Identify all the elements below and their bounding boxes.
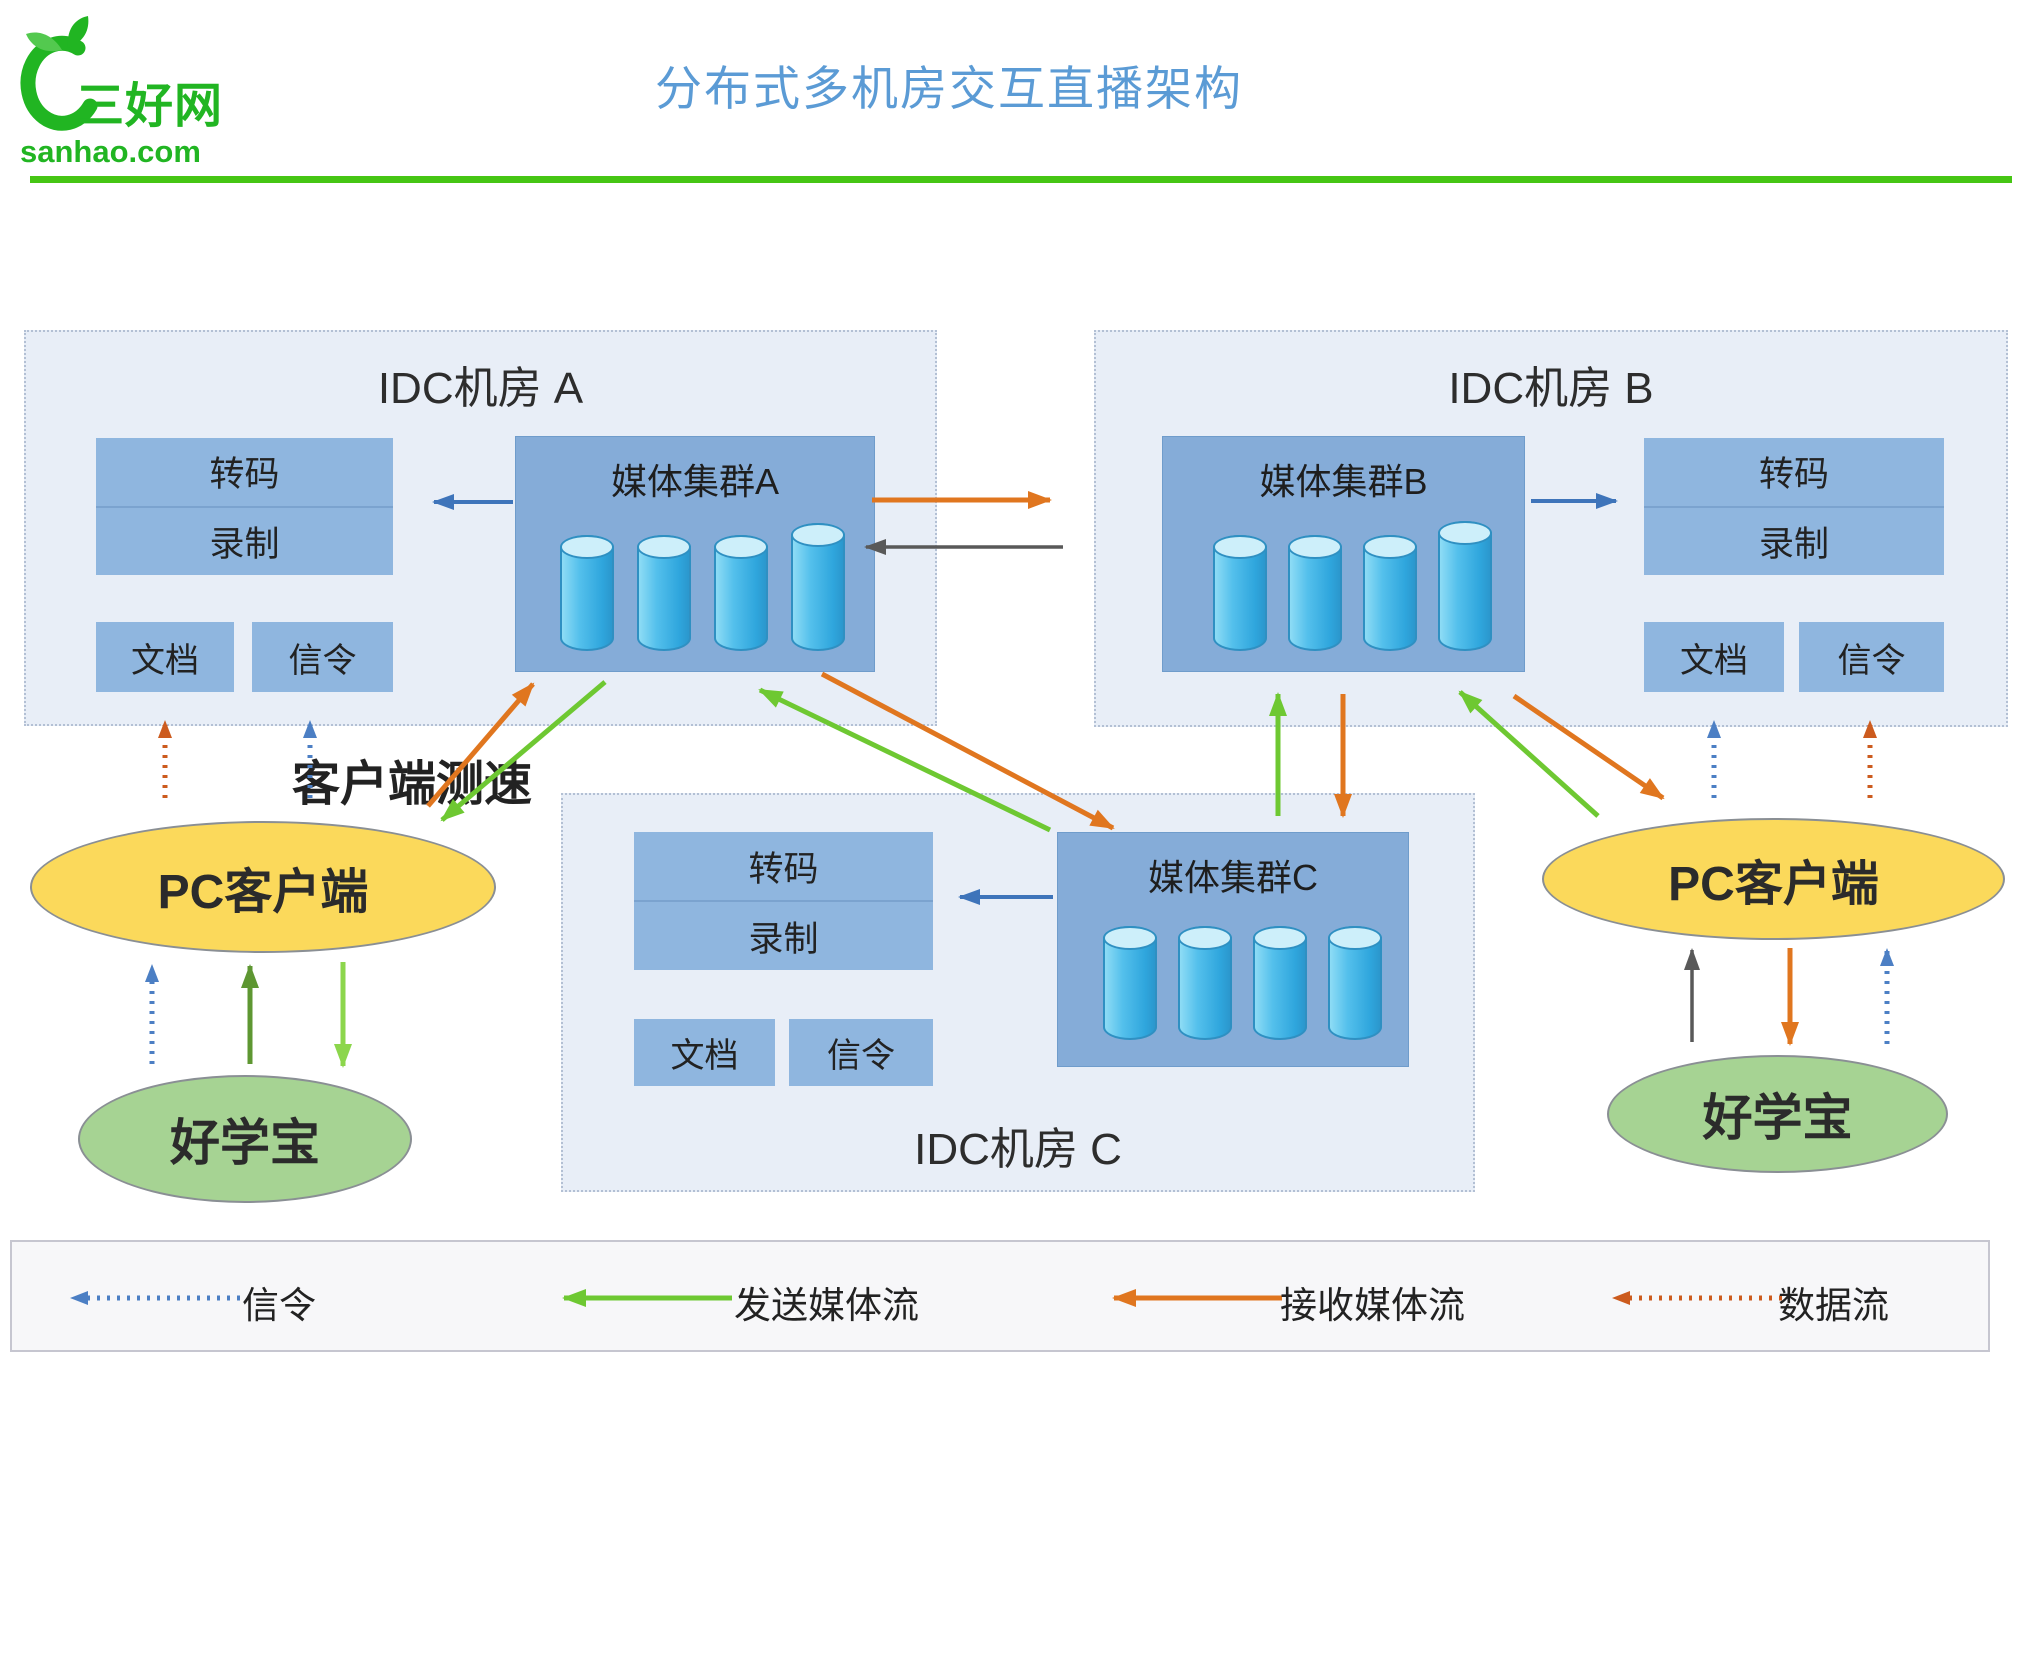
server-cylinder-icon: [1178, 926, 1232, 1040]
media-cluster-a: 媒体集群A: [515, 436, 875, 672]
header-divider: [30, 176, 2012, 183]
sanhao-logo-icon: [20, 16, 98, 131]
signal-box-c: 信令: [789, 1019, 933, 1086]
signal-box-a: 信令: [252, 622, 393, 692]
transcode-a-label: 转码: [209, 455, 280, 495]
server-cylinder-icon: [791, 523, 845, 651]
server-cylinder-icon: [560, 535, 614, 651]
transcode-record-box-c: 转码 录制: [634, 832, 933, 970]
server-cylinder-icon: [1253, 926, 1307, 1040]
legend-data-flow-label: 数据流: [1778, 1285, 1889, 1326]
idc-room-b-label: IDC机房 B: [1448, 364, 1654, 413]
logo-domain: sanhao.com: [20, 134, 201, 169]
transcode-c-label: 转码: [748, 849, 819, 889]
pc-client-left: PC客户端: [30, 821, 496, 953]
idc-room-a-label: IDC机房 A: [377, 364, 584, 413]
client-speed-test-label: 客户端测速: [292, 758, 533, 811]
legend-data-flow-arrow-icon: [1612, 1291, 1782, 1305]
page-title: 分布式多机房交互直播架构: [655, 62, 1243, 115]
haoxuebao-left: 好学宝: [78, 1075, 412, 1203]
pc-client-right: PC客户端: [1542, 818, 2005, 940]
media-cluster-c-label: 媒体集群C: [1148, 857, 1318, 898]
legend-signal-arrow-icon: [70, 1291, 240, 1305]
idc-room-b-panel: IDC机房 B 媒体集群B 转码 录制 文档 信令: [1094, 330, 2008, 727]
server-cylinder-icon: [714, 535, 768, 651]
transcode-record-box-b: 转码 录制: [1644, 438, 1944, 575]
doc-box-a: 文档: [96, 622, 234, 692]
idc-room-c-label: IDC机房 C: [914, 1125, 1122, 1174]
record-c-label: 录制: [634, 900, 933, 970]
legend-receive-media-label: 接收媒体流: [1280, 1285, 1465, 1326]
idc-room-c-panel: IDC机房 C 转码 录制 媒体集群C 文档 信令: [561, 793, 1475, 1192]
haoxuebao-right: 好学宝: [1607, 1055, 1948, 1173]
server-cylinder-icon: [1363, 535, 1417, 651]
media-cluster-a-label: 媒体集群A: [610, 461, 779, 502]
server-cylinder-icon: [1438, 521, 1492, 651]
signal-box-b: 信令: [1799, 622, 1944, 692]
server-cylinder-icon: [637, 535, 691, 651]
record-a-label: 录制: [96, 505, 393, 576]
transcode-record-box-a: 转码 录制: [96, 438, 393, 575]
legend: 信令 发送媒体流 接收媒体流 数据流: [10, 1240, 1990, 1352]
doc-box-b: 文档: [1644, 622, 1784, 692]
legend-signal-label: 信令: [242, 1285, 316, 1326]
logo-name: 三好网: [76, 80, 224, 133]
media-cluster-b: 媒体集群B: [1162, 436, 1525, 672]
server-cylinder-icon: [1213, 535, 1267, 651]
legend-send-media-label: 发送媒体流: [734, 1285, 919, 1326]
server-cylinder-icon: [1103, 926, 1157, 1040]
media-cluster-c: 媒体集群C: [1057, 832, 1409, 1067]
server-cylinder-icon: [1288, 535, 1342, 651]
media-cluster-b-label: 媒体集群B: [1259, 461, 1428, 502]
legend-send-media-arrow-icon: [562, 1289, 732, 1307]
server-cylinder-icon: [1328, 926, 1382, 1040]
doc-box-c: 文档: [634, 1019, 775, 1086]
legend-receive-media-arrow-icon: [1112, 1289, 1282, 1307]
record-b-label: 录制: [1644, 505, 1944, 576]
idc-room-a-panel: IDC机房 A 转码 录制 媒体集群A 文档 信令: [24, 330, 937, 726]
transcode-b-label: 转码: [1758, 455, 1829, 495]
